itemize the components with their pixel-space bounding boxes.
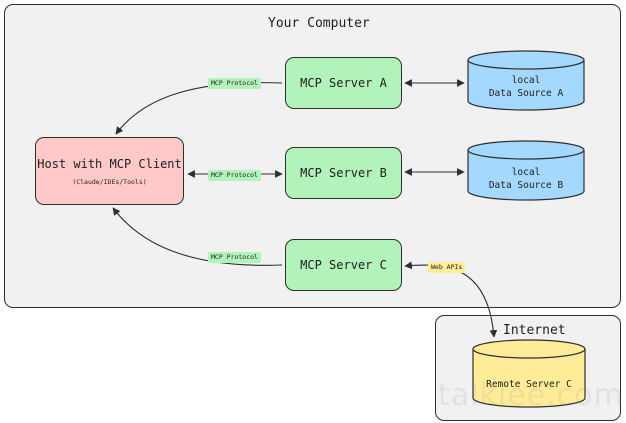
data-source-a-label: local Data Source A [468,74,584,100]
host-subtitle: (Claude/IDEs/Tools) [72,177,147,186]
mcp-server-b-label: MCP Server B [300,166,387,180]
mcp-server-a-node: MCP Server A [285,57,402,109]
data-source-a-line1: local [511,75,541,86]
mcp-server-c-node: MCP Server C [285,239,402,291]
mcp-protocol-badge-c: MCP Protocol [208,252,261,263]
data-source-b-cylinder [467,140,585,201]
mcp-server-c-label: MCP Server C [300,258,387,272]
watermark: talkiee.com [438,378,624,413]
data-source-b-label: local Data Source B [468,166,584,192]
host-mcp-client-node: Host with MCP Client (Claude/IDEs/Tools) [35,137,184,205]
remote-server-c-text: Remote Server C [486,379,572,390]
mcp-protocol-badge-b: MCP Protocol [208,170,261,181]
internet-title: Internet [503,323,566,338]
data-source-b-line1: local [511,167,541,178]
web-apis-badge: Web APIs [428,262,466,273]
mcp-server-a-label: MCP Server A [300,76,387,90]
data-source-a-line2: Data Source A [488,88,564,99]
mcp-protocol-badge-a: MCP Protocol [208,78,261,89]
remote-server-c-label: Remote Server C [473,378,585,391]
remote-server-c-cylinder [472,339,586,408]
mcp-server-b-node: MCP Server B [285,147,402,199]
data-source-a-cylinder [467,50,585,111]
connector-host-server-c [112,207,283,266]
connector-server-c-remote [404,261,498,338]
connector-host-server-a [115,82,283,135]
host-title: Host with MCP Client [37,156,182,171]
your-computer-title: Your Computer [268,16,370,31]
data-source-b-line2: Data Source B [488,180,564,191]
